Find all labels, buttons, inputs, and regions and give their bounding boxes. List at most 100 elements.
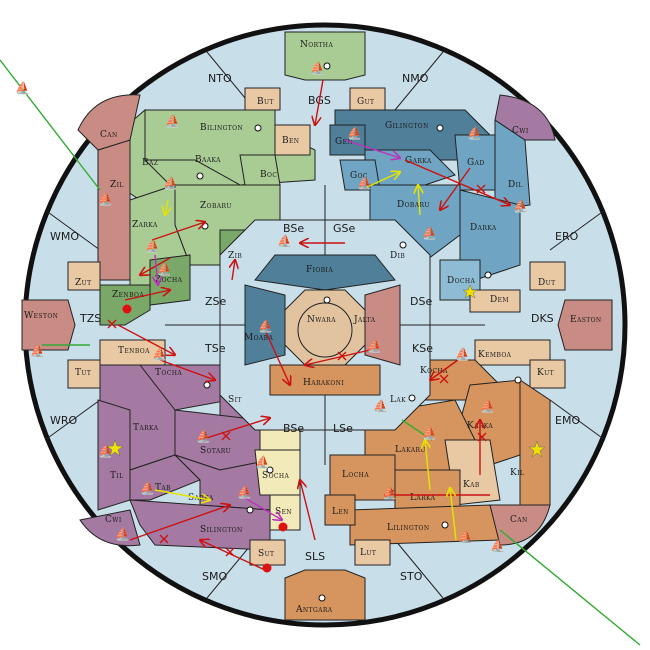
supply-centre-icon [201,222,209,230]
territory-ben[interactable] [274,124,311,156]
fleet-unit-icon[interactable]: ⛵ [357,176,372,190]
label-baaka: Baaka [195,155,221,165]
supply-centre-icon [399,241,407,249]
territory-can-nw[interactable] [77,94,141,151]
fleet-unit-icon[interactable]: ⛵ [382,486,397,500]
move-order-arrow [430,359,459,380]
label-ben: Ben [282,136,299,146]
fleet-unit-icon[interactable]: ⛵ [30,344,45,358]
territory-zut[interactable] [67,261,101,291]
label-tut: Tut [75,368,91,378]
label-cwi-sw: Cwi [105,515,122,525]
fleet-unit-icon[interactable]: ⛵ [277,234,292,248]
label-gilington: Gilington [385,121,429,131]
fleet-unit-icon[interactable]: ⛵ [347,126,362,140]
supply-centre-icon [246,506,254,514]
bounce-x-icon [439,374,449,384]
supply-centre-icon [203,381,211,389]
fleet-unit-icon[interactable]: ⛵ [165,114,180,128]
sea-divider-lines [44,51,606,599]
fleet-unit-icon[interactable]: ⛵ [467,126,482,140]
label-fiobia: Fiobia [306,265,333,275]
territory-jalta[interactable] [364,284,401,366]
label-sls: SLS [305,550,325,563]
territory-gut[interactable] [349,87,386,111]
territory-antgara[interactable] [284,569,366,621]
territory-cwi-ne[interactable] [494,94,556,141]
fleet-unit-icon[interactable]: ⛵ [255,455,270,469]
fleet-unit-icon[interactable]: ⛵ [98,192,113,206]
territory-northa[interactable] [284,31,366,81]
fleet-unit-icon[interactable]: ⛵ [163,176,178,190]
label-bilington-green: Bilington [200,123,243,133]
fleet-unit-icon[interactable]: ⛵ [455,347,470,361]
fleet-unit-icon[interactable]: ⛵ [237,485,252,499]
territory-kil[interactable] [519,379,551,506]
supply-centre-icon [323,62,331,70]
territory-weston[interactable] [21,299,76,351]
territory-len[interactable] [324,494,356,526]
fleet-unit-icon[interactable]: ⛵ [422,426,437,440]
label-nto: NTO [208,72,232,85]
support-arrow [165,199,168,215]
fleet-unit-icon[interactable]: ⛵ [258,319,273,333]
territory-dem[interactable] [469,289,521,313]
support-arrow [154,489,210,500]
dislodged-marker-icon [278,522,288,532]
fleet-unit-icon[interactable]: ⛵ [490,539,505,553]
label-dse: DSe [410,295,432,308]
supply-centre-icon [484,271,492,279]
fleet-unit-icon[interactable]: ⛵ [422,226,437,240]
label-northa: Northa [300,40,333,50]
fleet-unit-icon[interactable]: ⛵ [373,399,388,413]
fleet-unit-icon[interactable]: ⛵ [157,262,172,276]
territory-lut[interactable] [354,539,391,566]
support-arrow [418,185,420,216]
bounce-x-icon [221,431,231,441]
territory-zil[interactable] [97,139,131,281]
label-kocha: Kocha [420,366,448,376]
label-but: But [257,97,274,107]
label-zut: Zut [75,278,92,288]
fleet-unit-icon[interactable]: ⛵ [458,530,473,544]
unit-tokens: ⛵ ⛵ ⛵ ⛵ ⛵ ⛵ ⛵ ⛵ ⛵ ⛵ ⛵ ⛵ ⛵ ⛵ ⛵ ⛵ ⛵ ⛵ ⛵ ⛵ … [15,61,528,553]
label-dobaru: Dobaru [397,200,430,210]
fleet-unit-icon[interactable]: ⛵ [367,339,382,353]
move-order-arrow [151,222,205,241]
fleet-unit-icon[interactable]: ⛵ [196,429,211,443]
fleet-unit-icon[interactable]: ⛵ [480,399,495,413]
fleet-unit-icon[interactable]: ⛵ [152,347,167,361]
territory-dut[interactable] [529,261,566,291]
territory-but[interactable] [244,87,281,111]
territory-kut[interactable] [529,359,566,389]
fleet-unit-icon[interactable]: ⛵ [115,527,130,541]
special-markers [106,284,546,573]
fleet-unit-icon[interactable]: ⛵ [15,81,30,95]
sea-labels: NTO NMO WMO ERO WRO EMO SMO STO TZS DKS … [50,72,580,583]
fleet-unit-icon[interactable]: ⛵ [310,61,325,75]
label-tse: TSe [204,342,226,355]
label-cwi-ne: Cwi [512,126,529,136]
label-easton: Easton [570,315,602,325]
star-icon [106,439,124,457]
aux-line [401,419,433,441]
fleet-unit-icon[interactable]: ⛵ [145,239,160,253]
nwara-center-circle [297,302,353,358]
territory-fiobia[interactable] [254,254,396,291]
label-wro: WRO [50,414,78,427]
label-lak: Lak [390,395,406,405]
fleet-unit-icon[interactable]: ⛵ [140,481,155,495]
convoy-arrow [155,254,158,285]
fleet-unit-icon[interactable]: ⛵ [513,199,528,213]
move-order-arrow [232,260,235,281]
territory-moaba[interactable] [244,284,286,366]
label-zse: ZSe [205,295,227,308]
territory-tab[interactable] [129,454,201,501]
territory-sut[interactable] [249,539,286,566]
dislodged-marker-icon [262,563,272,573]
territory-cwi-sw[interactable] [79,509,141,547]
label-kemboa: Kemboa [478,350,512,360]
territory-easton[interactable] [557,299,613,351]
label-sotaru: Sotaru [200,446,231,456]
